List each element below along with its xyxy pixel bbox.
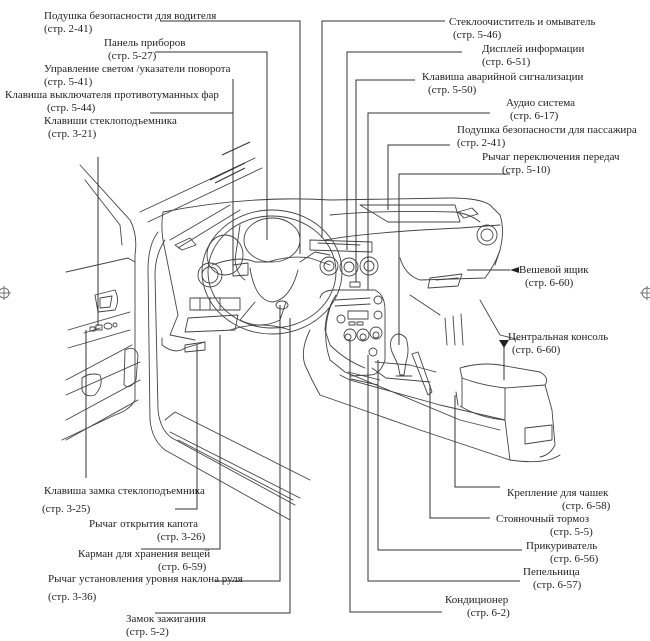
label-title: Клавиши стеклоподъемника: [44, 115, 177, 127]
label-title: Подушка безопасности для водителя: [44, 10, 217, 22]
label-page-ref: (стр. 6-51): [482, 56, 531, 68]
door-panel: [61, 164, 141, 441]
label-title: Карман для хранения вещей: [78, 548, 211, 560]
label-title: Аудио система: [506, 97, 576, 109]
dashboard: [161, 197, 521, 431]
label-title: Кондиционер: [445, 594, 509, 606]
label-title: Клавиша аварийной сигнализации: [422, 71, 584, 83]
label-title: Крепление для чашек: [507, 487, 609, 499]
label-page-ref: (стр. 2-41): [457, 137, 506, 149]
label-ignition-switch: Замок зажигания (стр. 5-2): [126, 613, 206, 639]
label-center-console: Центральная консоль (стр. 6-60): [508, 331, 608, 357]
label-title: Центральная консоль: [508, 331, 609, 343]
label-lighting-control: Управление светом /указатели поворота (с…: [44, 63, 231, 89]
label-audio-system: Аудио система (стр. 6-17): [506, 97, 575, 123]
label-page-ref: (стр. 5-27): [108, 50, 157, 62]
label-title: Рычаг открытия капота: [89, 518, 199, 530]
a-pillar-and-windshield: [139, 157, 311, 521]
label-page-ref: (стр. 5-10): [502, 164, 551, 176]
label-page-ref: (стр. 3-26): [157, 531, 206, 543]
label-cigarette-lighter: Прикуриватель (стр. 6-56): [526, 540, 598, 566]
label-page-ref: (стр. 3-36): [48, 591, 97, 603]
registration-mark-right: [640, 286, 650, 300]
label-fog-light-switch: Клавиша выключателя противотуманных фар …: [5, 89, 219, 115]
gear-shift-and-console: [302, 329, 561, 463]
label-page-ref: (стр. 5-2): [126, 626, 169, 638]
label-title: Рычаг установления уровня наклона руля: [48, 573, 243, 585]
label-tilt-lever: Рычаг установления уровня наклона руля (…: [48, 573, 243, 604]
label-storage-pocket: Карман для хранения вещей (стр. 6-59): [78, 548, 210, 574]
label-page-ref: (стр. 5-44): [47, 102, 96, 114]
label-page-ref: (стр. 6-56): [550, 553, 599, 565]
label-page-ref: (стр. 5-50): [428, 84, 477, 96]
label-page-ref: (стр. 6-17): [510, 110, 559, 122]
label-title: Клавиша выключателя противотуманных фар: [5, 89, 219, 101]
label-parking-brake: Стояночный тормоз (стр. 5-5): [496, 513, 593, 539]
registration-mark-left: [0, 286, 11, 300]
label-title: Рычаг переключения передач: [482, 151, 620, 163]
label-hazard-switch: Клавиша аварийной сигнализации (стр. 5-5…: [422, 71, 583, 97]
label-power-window-switches: Клавиши стеклоподъемника (стр. 3-21): [44, 115, 177, 141]
label-page-ref: (стр. 5-5): [550, 526, 593, 538]
label-window-lock-switch: Клавиша замка стеклоподъемника (стр. 3-2…: [42, 485, 205, 516]
label-driver-airbag: Подушка безопасности для водителя (стр. …: [44, 10, 216, 36]
label-page-ref: (стр. 3-25): [42, 503, 91, 515]
leader-lines: [85, 20, 522, 614]
label-title: Дисплей информации: [482, 43, 585, 55]
label-title: Управление светом /указатели поворота: [44, 63, 231, 75]
label-instrument-panel: Панель приборов (стр. 5-27): [104, 37, 185, 63]
label-title: Вешевой ящик: [519, 264, 589, 276]
label-wiper-washer: Стеклоочиститель и омыватель (стр. 5-46): [449, 16, 596, 42]
label-shift-lever: Рычаг переключения передач (стр. 5-10): [482, 151, 620, 177]
label-passenger-airbag: Подушка безопасности для пассажира (стр.…: [457, 124, 637, 150]
label-title: Прикуриватель: [526, 540, 598, 552]
label-page-ref: (стр. 6-57): [533, 579, 582, 591]
label-page-ref: (стр. 5-41): [44, 76, 93, 88]
label-page-ref: (стр. 5-46): [453, 29, 502, 41]
label-hood-release: Рычаг открытия капота (стр. 3-26): [89, 518, 205, 544]
label-title: Стояночный тормоз: [496, 513, 590, 525]
label-air-conditioner: Кондиционер (стр. 6-2): [445, 594, 510, 620]
label-page-ref: (стр. 6-60): [512, 344, 561, 356]
label-glove-box: Вешевой ящик (стр. 6-60): [519, 264, 589, 290]
label-title: Замок зажигания: [126, 613, 206, 625]
label-page-ref: (стр. 6-2): [467, 607, 510, 619]
label-info-display: Дисплей информации (стр. 6-51): [482, 43, 584, 69]
label-page-ref: (стр. 6-59): [158, 561, 207, 573]
label-title: Клавиша замка стеклоподъемника: [44, 485, 205, 497]
label-page-ref: (стр. 6-60): [525, 277, 574, 289]
label-cup-holder: Крепление для чашек (стр. 6-58): [507, 487, 610, 513]
label-title: Подушка безопасности для пассажира: [457, 124, 637, 136]
label-title: Стеклоочиститель и омыватель: [449, 16, 596, 28]
label-ashtray: Пепельница (стр. 6-57): [523, 566, 581, 592]
label-page-ref: (стр. 3-21): [48, 128, 97, 140]
label-page-ref: (стр. 2-41): [44, 23, 93, 35]
steering-wheel: [201, 209, 343, 335]
label-page-ref: (стр. 6-58): [562, 500, 611, 512]
label-title: Пепельница: [523, 566, 580, 578]
label-title: Панель приборов: [104, 37, 186, 49]
